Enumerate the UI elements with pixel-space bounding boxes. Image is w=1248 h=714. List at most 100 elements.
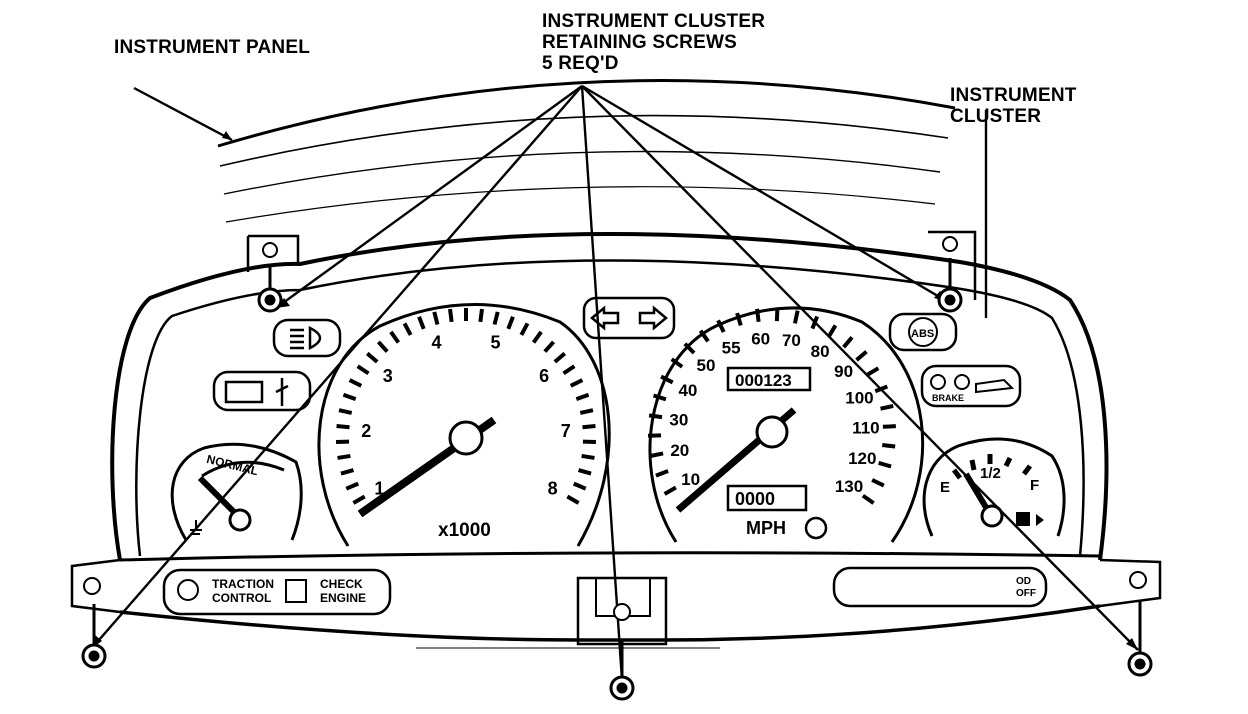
traction-label-1: TRACTION: [212, 577, 274, 591]
dial-tick: [755, 308, 761, 323]
retaining-screws-line-1: INSTRUMENT CLUSTER: [542, 11, 766, 32]
screw-shafts: [92, 258, 1142, 678]
tach-multiplier: x1000: [438, 520, 491, 541]
dial-tick: [417, 316, 426, 330]
instrument-panel-label: INSTRUMENT PANEL: [114, 37, 311, 58]
dial-tick: [356, 364, 370, 376]
retaining-screws-callout: INSTRUMENT CLUSTER RETAINING SCREWS 5 RE…: [542, 11, 765, 74]
dial-tick: [579, 408, 594, 415]
dial-tick: [338, 408, 353, 415]
dial-tick: [336, 424, 350, 430]
check-engine-label-2: ENGINE: [320, 591, 366, 605]
dial-tick: [569, 378, 584, 388]
turn-signal-indicator: [582, 296, 676, 340]
temp-normal-label: NORMAL: [205, 452, 259, 478]
dial-tick: [842, 335, 854, 349]
dial-label: 40: [678, 381, 697, 400]
dial-tick: [866, 366, 880, 377]
dial-tick: [855, 350, 868, 362]
fuel-half: 1/2: [980, 465, 1001, 482]
dial-tick: [663, 485, 677, 496]
dial-label: 110: [852, 419, 879, 438]
dial-tick: [448, 308, 454, 323]
dial-tick: [543, 340, 556, 353]
traction-label-2: CONTROL: [212, 591, 271, 605]
dial-tick: [735, 312, 743, 327]
dial-tick: [562, 364, 576, 376]
dial-label: 10: [681, 470, 700, 489]
warning-strip-left: TRACTION CONTROL CHECK ENGINE: [162, 568, 392, 616]
dial-label: 90: [834, 362, 853, 381]
dial-tick: [874, 384, 889, 394]
dial-tick: [566, 494, 580, 505]
dial-label: 8: [548, 478, 558, 498]
dial-label: 70: [782, 331, 801, 350]
abs-indicator: ABS: [888, 312, 958, 352]
dial-label: 80: [811, 342, 830, 361]
dial-tick: [553, 351, 567, 364]
dial-tick: [572, 481, 587, 491]
dial-tick: [337, 453, 351, 460]
dial-label: 30: [669, 410, 688, 429]
dial-tick: [861, 494, 875, 505]
dial-tick: [577, 468, 592, 476]
instrument-panel-outline: [217, 78, 956, 223]
retaining-screws-line-3: 5 REQ'D: [542, 53, 619, 74]
dial-label: 60: [751, 330, 770, 349]
fuel-empty: E: [940, 479, 950, 496]
dial-tick: [478, 308, 484, 323]
dial-tick: [652, 393, 667, 402]
dial-label: 120: [848, 449, 876, 468]
battery-seatbelt-indicator: [212, 370, 312, 412]
dial-tick: [871, 478, 885, 488]
dial-tick: [581, 453, 595, 460]
dial-tick: [882, 443, 896, 449]
temperature-gauge: NORMAL: [170, 442, 303, 541]
dial-tick: [882, 424, 896, 429]
dial-tick: [655, 469, 669, 478]
dial-tick: [389, 330, 401, 344]
dial-tick: [880, 404, 894, 411]
fuel-gauge: E 1/2 F: [922, 437, 1066, 537]
od-off-label-1: OD: [1016, 576, 1031, 587]
dial-tick: [376, 340, 389, 353]
dial-tick: [432, 311, 440, 326]
check-engine-label-1: CHECK: [320, 577, 363, 591]
dial-tick: [810, 315, 819, 330]
dial-tick: [660, 374, 674, 385]
abs-label: ABS: [911, 328, 934, 340]
dial-tick: [716, 319, 726, 333]
screw-heads: [81, 287, 1153, 701]
instrument-cluster-line-1: INSTRUMENT: [950, 85, 1077, 106]
dial-tick: [698, 329, 710, 343]
dial-tick: [648, 413, 663, 420]
dial-label: 100: [845, 388, 873, 407]
dial-label: 3: [383, 366, 393, 386]
dial-label: 5: [490, 333, 500, 353]
dial-tick: [575, 392, 590, 402]
dial-label: 50: [697, 356, 716, 375]
instrument-cluster-callout: INSTRUMENT CLUSTER: [950, 85, 1077, 127]
dial-tick: [519, 322, 530, 336]
dial-tick: [345, 481, 360, 491]
headlamp-indicator: [272, 318, 342, 358]
dial-label: 4: [432, 333, 442, 353]
dial-label: 55: [722, 338, 741, 357]
od-off-label-2: OFF: [1016, 588, 1036, 599]
trip-odometer: 0000: [735, 489, 775, 509]
dial-tick: [365, 351, 379, 364]
dial-tick: [531, 330, 543, 344]
dial-label: 20: [670, 441, 689, 460]
retaining-screws-line-2: RETAINING SCREWS: [542, 32, 737, 53]
dial-label: 130: [835, 477, 863, 496]
dial-tick: [492, 311, 500, 326]
dial-label: 2: [361, 421, 371, 441]
dial-tick: [878, 460, 892, 469]
dial-tick: [649, 451, 664, 458]
dial-label: 7: [561, 421, 571, 441]
fuel-full: F: [1030, 477, 1039, 494]
brake-oil-indicator: BRAKE: [920, 364, 1022, 408]
instrument-panel-callout: INSTRUMENT PANEL: [114, 37, 310, 58]
